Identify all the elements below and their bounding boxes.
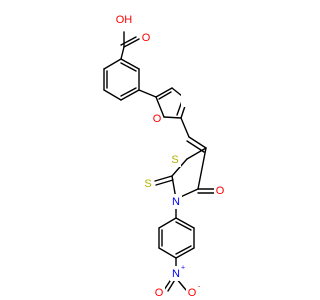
atom-carboxyl-o: O [142,32,151,44]
atom-nitro-o1: O [155,287,164,299]
molecule-structure: OH O O S S N O N + O O - [103,12,226,300]
nitro-o2-charge: - [198,284,201,291]
atom-labels: OH O O S S N O N + O O - [114,12,226,300]
keto-bond [197,188,215,194]
atom-furan-o: O [153,113,162,125]
nitrophenyl-ring-bonds [158,217,195,259]
atom-nitro-n: N [172,268,180,280]
methylidene-bonds [180,117,207,153]
nitro-n-charge: + [181,265,185,272]
thione-bond [154,175,174,186]
atom-ring-n: N [172,196,180,208]
aryl-furan-bond [138,89,157,98]
carboxylic-acid-bonds [120,31,140,60]
atom-thione-s: S [144,178,151,190]
atom-carboxyl-oh: OH [116,14,133,26]
atom-ring-s: S [171,154,178,166]
atom-nitro-o2: O [188,287,197,299]
atom-keto-o: O [216,185,225,197]
benzene-ring-bonds [103,58,140,101]
